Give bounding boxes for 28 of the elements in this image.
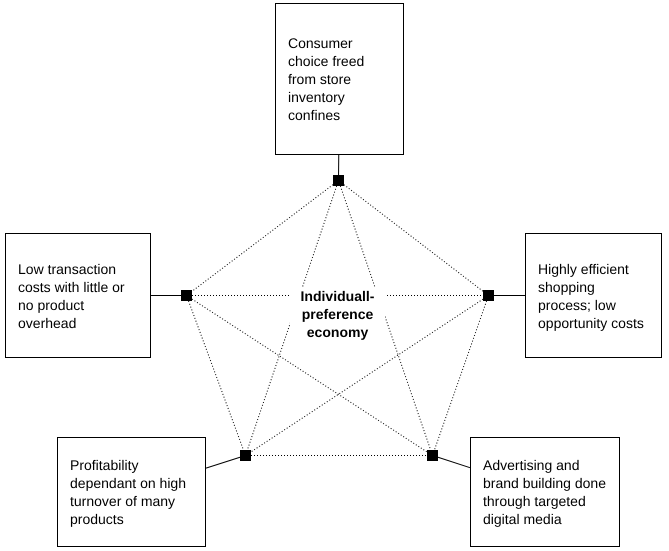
junction-square — [483, 290, 494, 301]
dotted-line — [344, 184, 484, 292]
box-text: Highly efficient shopping process; low opportunity costs — [538, 260, 645, 332]
connector-line — [206, 456, 240, 469]
junction-square — [181, 290, 192, 301]
text-box — [57, 437, 206, 547]
text-box — [525, 233, 662, 358]
junction-square — [333, 175, 344, 186]
junction-square — [240, 450, 251, 461]
box-text: Consumer choice freed from store inventory confines — [288, 34, 366, 124]
connector-line — [438, 456, 470, 468]
center-label: Individuall-preference economy — [290, 287, 385, 341]
text-box — [5, 233, 151, 358]
connector-line — [338, 154, 340, 176]
junction-square — [427, 450, 438, 461]
box-text: Low transaction costs with little or no product overhead — [18, 260, 126, 332]
box-text: Profitability dependant on high turnover of many products — [70, 456, 187, 528]
connector-line — [150, 295, 182, 296]
connector-line — [494, 295, 526, 296]
dotted-line — [192, 298, 428, 452]
text-box — [470, 437, 620, 547]
dotted-line — [250, 298, 484, 452]
dotted-line — [188, 300, 244, 450]
dotted-line — [434, 300, 488, 450]
text-box — [275, 3, 404, 155]
box-text: Advertising and brand building done through targeted digital media — [483, 456, 607, 528]
dotted-line — [192, 184, 334, 292]
dotted-line — [340, 186, 432, 450]
